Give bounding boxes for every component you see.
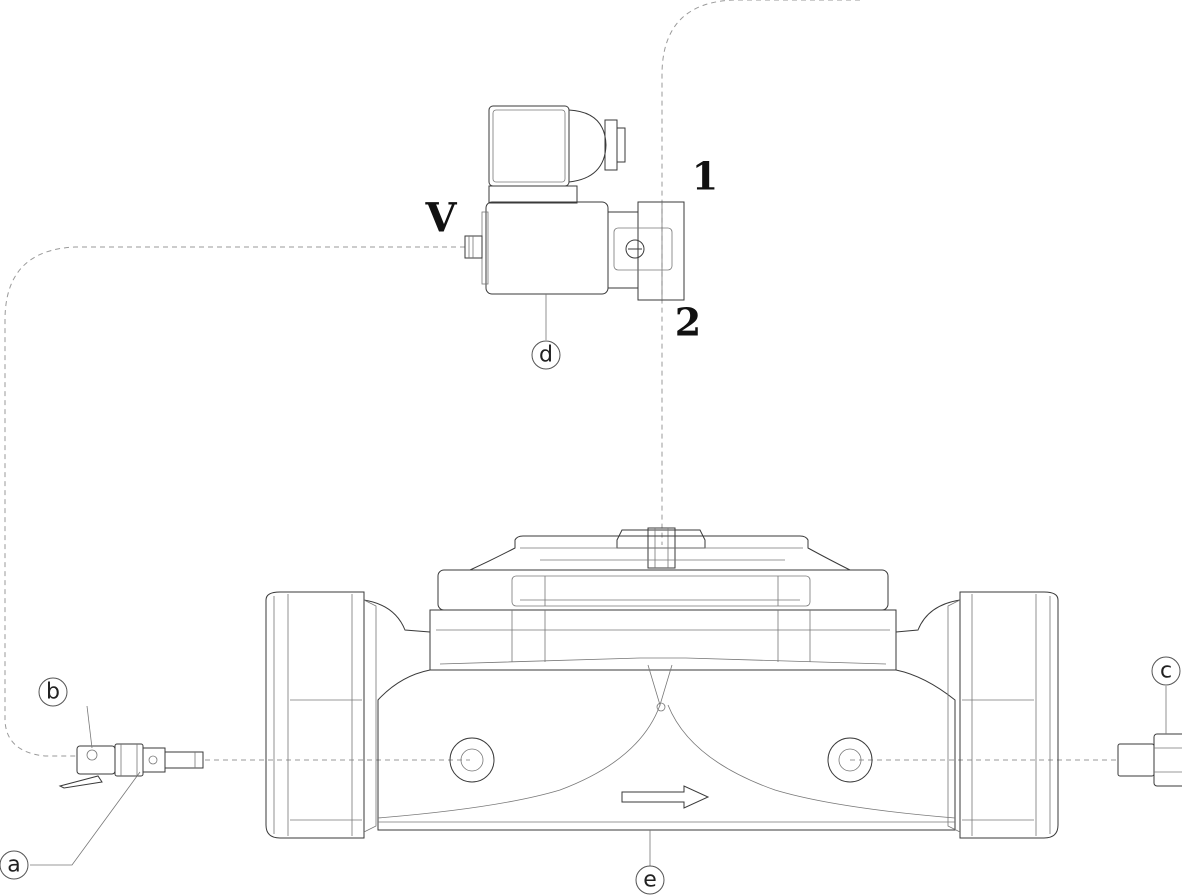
pilot-lines — [4, 0, 1118, 761]
callout-e: e — [635, 865, 665, 895]
main-valve-body — [265, 527, 1059, 866]
callout-c: c — [1151, 656, 1181, 686]
ball-valve-assembly — [30, 705, 204, 866]
port-2-label: 2 — [675, 300, 701, 345]
port-1-label: 1 — [692, 154, 718, 199]
callout-e-text: e — [643, 868, 657, 893]
callout-c-text: c — [1160, 659, 1172, 684]
drain-fitting — [1117, 686, 1182, 787]
callout-a: a — [0, 850, 29, 880]
callout-b: b — [38, 677, 68, 707]
callout-a-text: a — [7, 853, 20, 878]
callout-d-text: d — [539, 343, 553, 368]
callout-d: d — [531, 340, 561, 370]
solenoid-pilot-valve — [464, 105, 685, 340]
vent-port-label: V — [424, 195, 457, 242]
callout-b-text: b — [46, 680, 60, 705]
